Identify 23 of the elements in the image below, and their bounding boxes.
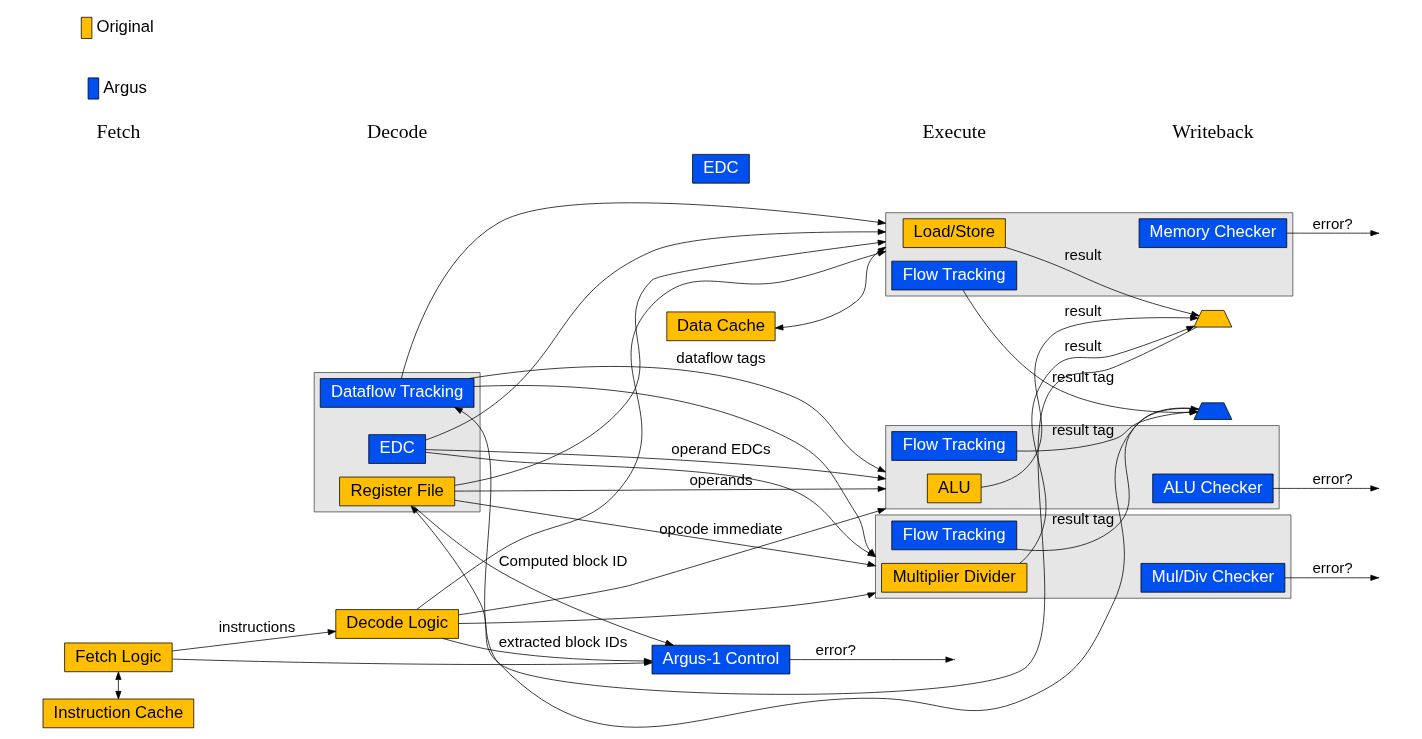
edge-label: operand EDCs: [671, 440, 771, 458]
edge-label: extracted block IDs: [498, 632, 628, 650]
edge-label: result tag: [1051, 420, 1115, 438]
edge-label: error?: [1312, 214, 1353, 232]
edge-label: error?: [1312, 469, 1353, 487]
edge-label: error?: [815, 641, 856, 659]
edge-label: Computed block ID: [498, 552, 628, 570]
edge-label: instructions: [218, 617, 296, 635]
label: Fetch: [96, 119, 141, 142]
edge-label: operands: [689, 471, 753, 489]
edge-label: error?: [1312, 559, 1353, 577]
edge-label: result: [1064, 245, 1102, 263]
edge-label: opcode immediate: [659, 519, 783, 537]
label: Decode: [367, 119, 428, 142]
edge-label: result: [1064, 336, 1102, 354]
edge-label: result tag: [1051, 510, 1115, 528]
edge-label: dataflow tags: [676, 349, 766, 367]
legend-label: Original: [96, 17, 154, 37]
label: Execute: [922, 119, 986, 142]
edge-label: result: [1064, 301, 1102, 319]
legend-label: Argus: [103, 77, 147, 97]
label: Writeback: [1172, 119, 1254, 142]
edge-label: result tag: [1051, 367, 1115, 385]
